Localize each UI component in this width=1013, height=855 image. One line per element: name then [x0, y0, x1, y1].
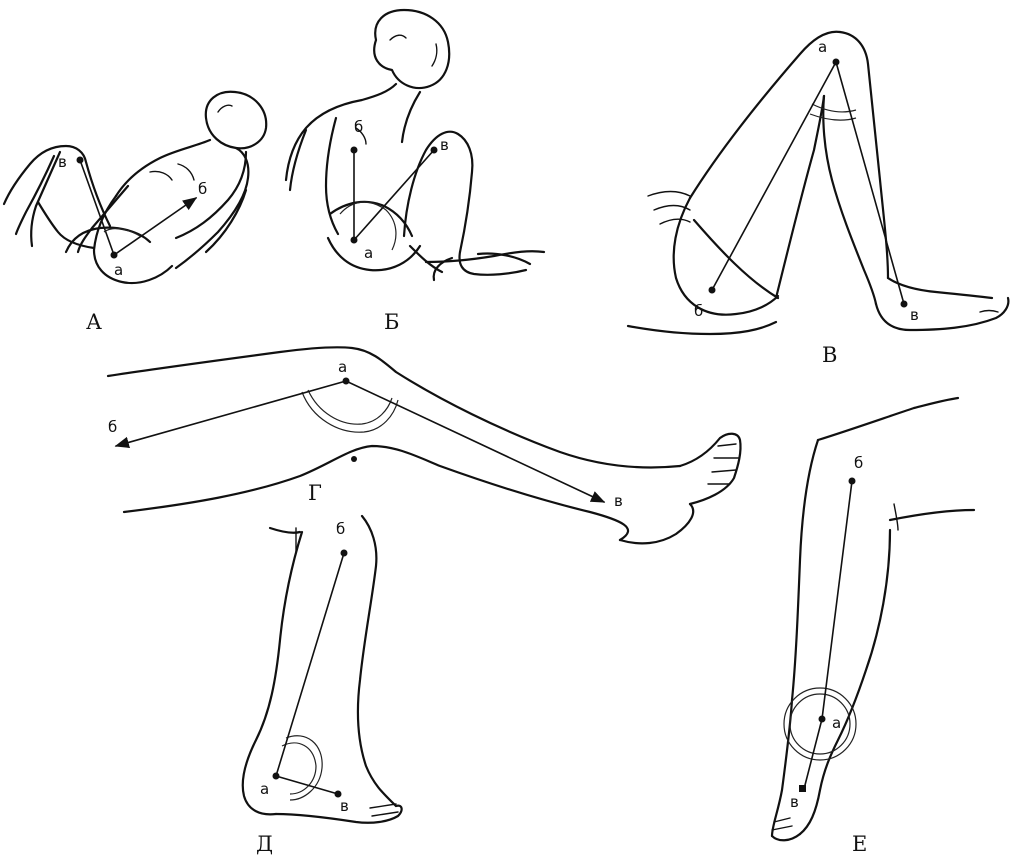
figure-d-point-b: [341, 550, 348, 557]
figure-g-line-ab: [116, 381, 346, 446]
figure-e: а б в Е: [772, 398, 974, 855]
figure-b-label-b: б: [354, 118, 363, 136]
figure-g-label-a: а: [338, 358, 347, 376]
figure-a-line-ab: [114, 198, 196, 255]
figure-d: а б в Д: [243, 516, 402, 855]
figure-d-label-v: в: [340, 797, 349, 815]
figure-e-point-a: [819, 716, 826, 723]
figure-d-line-av: [276, 776, 338, 794]
figure-a-point-a: [111, 252, 118, 259]
figure-v-caption: В: [822, 343, 837, 367]
figure-g-label-b: б: [108, 418, 117, 436]
figure-g: а б в Г: [108, 347, 741, 543]
figure-v-line-av: [836, 62, 904, 304]
figure-d-caption: Д: [256, 832, 273, 855]
figure-a-body-outline: [4, 92, 266, 283]
figure-e-label-b: б: [854, 454, 863, 472]
figure-b: а б в Б: [286, 10, 544, 334]
figure-g-line-av: [346, 381, 604, 502]
figure-b-body-outline: [286, 10, 544, 280]
figure-e-point-b: [849, 478, 856, 485]
figure-a-label-v: в: [58, 153, 67, 171]
figure-b-angle-arc: [340, 202, 396, 250]
figure-d-label-a: а: [260, 780, 269, 798]
figure-g-caption: Г: [308, 481, 322, 505]
figure-g-point-a: [343, 378, 350, 385]
figure-a-caption: А: [86, 310, 102, 334]
figure-b-line-av: [354, 150, 434, 240]
figure-v-body-outline: [628, 32, 1008, 334]
figure-v-point-a: [833, 59, 840, 66]
figure-e-label-v: в: [790, 793, 799, 811]
figure-b-label-a: а: [364, 244, 373, 262]
figure-d-point-a: [273, 773, 280, 780]
figure-b-point-v: [431, 147, 438, 154]
figure-b-caption: Б: [384, 310, 399, 334]
figure-d-body-outline: [243, 516, 402, 823]
figure-e-point-v: [799, 785, 806, 792]
figure-e-label-a: а: [832, 714, 841, 732]
figure-g-label-v: в: [614, 492, 623, 510]
figure-g-body-outline: [108, 347, 741, 543]
figure-a-label-b: б: [198, 180, 207, 198]
figure-d-line-ab: [276, 553, 344, 776]
figure-e-body-outline: [772, 398, 974, 840]
figure-g-point-knee: [351, 456, 357, 462]
figure-v-point-v: [901, 301, 908, 308]
figure-v-label-b: б: [694, 302, 703, 320]
figure-a-point-v: [77, 157, 84, 164]
figure-b-label-v: в: [440, 136, 449, 154]
figure-b-point-b: [351, 147, 358, 154]
figure-v-label-a: а: [818, 38, 827, 56]
figure-d-label-b: б: [336, 520, 345, 538]
figure-v-line-ab: [712, 62, 836, 290]
figure-b-point-a: [351, 237, 358, 244]
figure-v: а б в В: [628, 32, 1008, 367]
figure-a-label-a: а: [114, 261, 123, 279]
figure-v-point-b: [709, 287, 716, 294]
figure-a: а в б А: [4, 92, 266, 334]
figure-e-caption: Е: [852, 832, 867, 855]
figure-e-line-ab: [822, 481, 852, 719]
figure-v-label-v: в: [910, 306, 919, 324]
